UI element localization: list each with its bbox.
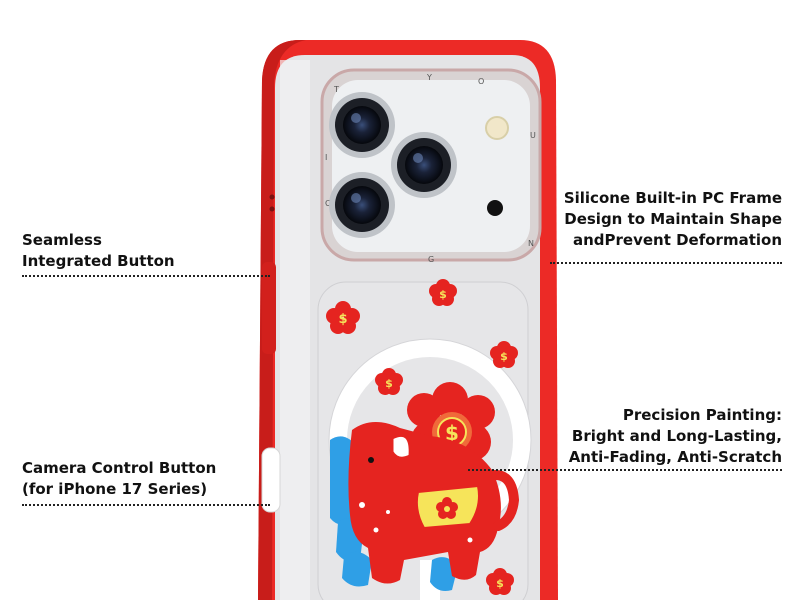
svg-text:G: G (428, 255, 434, 264)
phone-back-highlight (280, 60, 310, 600)
integrated-button (262, 262, 276, 354)
flower-icon: $ (486, 568, 514, 595)
camera-lens-bottom-icon (329, 172, 395, 238)
svg-text:N: N (528, 239, 534, 248)
callout-precision-painting: Precision Painting: Bright and Long-Last… (569, 405, 782, 468)
callout-camera-control-button: Camera Control Button (for iPhone 17 Ser… (22, 458, 216, 500)
callout-text: Design to Maintain Shape (564, 210, 782, 228)
microphone-dot-icon (269, 206, 275, 212)
flower-icon: $ (326, 301, 360, 334)
callout-text: Silicone Built-in PC Frame (563, 189, 782, 207)
callout-text: Precision Painting: (622, 406, 782, 424)
svg-text:$: $ (496, 577, 504, 590)
leader-line (22, 504, 270, 506)
callout-text: Bright and Long-Lasting, (571, 427, 782, 445)
camera-lens-middle-icon (391, 132, 457, 198)
callout-text: Integrated Button (22, 252, 175, 270)
callout-text: Anti-Fading, Anti-Scratch (568, 448, 782, 466)
flower-icon: $ (429, 279, 457, 306)
leader-line (468, 469, 782, 471)
callout-text: Camera Control Button (22, 459, 217, 477)
leader-line (22, 275, 270, 277)
flower-icon: $ (375, 368, 403, 395)
svg-text:$: $ (385, 377, 393, 390)
svg-text:T: T (333, 85, 339, 94)
svg-text:U: U (530, 131, 536, 140)
callout-text: (for iPhone 17 Series) (22, 480, 208, 498)
camera-lens-top-icon (329, 92, 395, 158)
svg-text:$: $ (500, 350, 508, 363)
camera-ring-letters: T Y O U N G C I (325, 73, 536, 264)
leader-line (550, 262, 782, 264)
flower-icon: $ (490, 341, 518, 368)
svg-text:I: I (325, 153, 327, 162)
svg-text:$: $ (439, 288, 447, 301)
callout-text: Seamless (22, 231, 102, 249)
svg-text:$: $ (338, 312, 347, 327)
callout-seamless-button: Seamless Integrated Button (22, 230, 175, 272)
svg-text:Y: Y (426, 73, 432, 82)
microphone-dot-icon (269, 194, 275, 200)
callout-pc-frame: Silicone Built-in PC Frame Design to Mai… (564, 188, 782, 251)
callout-text: andPrevent Deformation (572, 231, 782, 249)
camera-control-cutout (261, 447, 281, 513)
svg-text:$: $ (445, 421, 459, 445)
svg-text:C: C (325, 199, 331, 208)
svg-text:O: O (478, 77, 484, 86)
flash-icon (485, 116, 509, 140)
lidar-sensor-icon (487, 200, 503, 216)
red-ox-illustration (330, 421, 520, 591)
